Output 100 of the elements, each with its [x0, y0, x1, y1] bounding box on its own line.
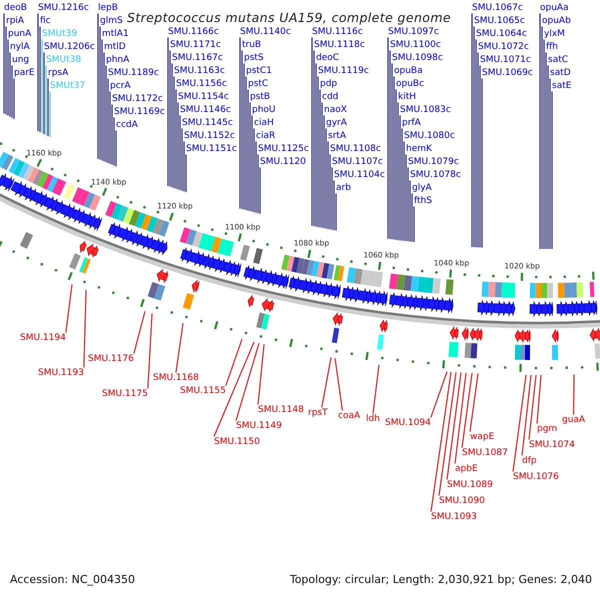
gene-label: SMUt37 [50, 80, 86, 92]
leader-line [470, 373, 478, 432]
gene-label: pstC1 [246, 66, 272, 76]
gene-label: SMU.1125c [258, 144, 309, 154]
gene-label: SMU.1098c [392, 52, 443, 64]
leader-line [446, 372, 462, 480]
gene-label: SMU.1094 [385, 418, 431, 428]
leader-line [430, 371, 448, 418]
gene-label: nylA [10, 42, 30, 52]
gene-label: SMU.1156c [176, 78, 227, 90]
gene-label: SMU.1069c [482, 68, 533, 78]
leader-line [147, 313, 152, 389]
gene-label: mtlD [104, 42, 126, 52]
gene-label: pstB [250, 92, 270, 102]
gene-label: ylxM [544, 28, 565, 40]
gene-label: SMU.1154c [178, 92, 229, 102]
gene-label: dfp [522, 456, 537, 466]
gene-label: satD [550, 68, 571, 78]
gene-label: SMUt38 [46, 54, 82, 66]
gene-label: arb [336, 182, 351, 194]
gene-label: ung [12, 54, 30, 66]
gene-label: SMU.1072c [478, 42, 529, 52]
gene-label: SMU.1145c [182, 118, 233, 128]
leader-line [83, 289, 86, 368]
leader-line [454, 372, 466, 464]
gene-label: coaA [338, 410, 360, 422]
gene-label: SMU.1089 [447, 480, 493, 490]
gene-label: SMU.1071c [480, 54, 531, 66]
gene-label: deoC [316, 52, 340, 64]
gene-label: SMU.1067c [472, 2, 523, 14]
gene-label: mtlA1 [102, 28, 129, 40]
gene-label: SMU.1151c [186, 144, 237, 154]
gene-label: SMU.1080c [404, 130, 455, 142]
gene-label: cdd [322, 92, 338, 102]
leader-line [258, 344, 264, 405]
leader-line [528, 374, 536, 440]
gene-label: lepB [98, 2, 118, 14]
gene-label: kitH [398, 92, 416, 102]
gene-label: ldh [366, 414, 380, 424]
leader-line [236, 342, 260, 421]
gene-label: SMU.1167c [172, 52, 223, 64]
gene-label: guaA [562, 414, 586, 426]
gene-label: naoX [324, 104, 347, 116]
gene-label: SMU.1118c [314, 40, 365, 50]
gene-label: punA [8, 28, 32, 40]
gene-label: SMU.1169c [114, 106, 165, 118]
leader-line [462, 372, 472, 448]
gene-label: ciaH [254, 118, 274, 128]
leader-line [214, 342, 254, 437]
gene-label: SMU.1074 [529, 440, 575, 450]
gene-label: SMU.1148 [258, 404, 304, 416]
gene-label: opuAb [542, 16, 571, 26]
gene-label: ciaR [256, 130, 276, 142]
gene-label: SMU.1193 [38, 368, 84, 378]
gene-label: SMU.1163c [174, 66, 225, 76]
gene-label: SMU.1171c [170, 40, 221, 50]
gene-label: SMU.1100c [390, 40, 441, 50]
gene-label: SMU.1168 [153, 372, 199, 384]
gene-label: SMU.1194 [20, 332, 66, 344]
gene-label: SMU.1108c [330, 144, 381, 154]
gene-label: SMU.1065c [474, 16, 525, 26]
leader-line [65, 284, 72, 333]
gene-label: SMU.1116c [312, 26, 363, 38]
leader-line [430, 371, 452, 512]
gene-label: rpsA [48, 68, 68, 78]
leader-line [512, 374, 526, 472]
gene-label: SMU.1083c [400, 104, 451, 116]
gene-label: SMU.1119c [318, 66, 369, 76]
gene-label: wapE [470, 432, 494, 442]
gene-label: SMU.1166c [168, 26, 219, 38]
gene-label: SMU.1146c [180, 104, 231, 116]
gene-label: prfA [402, 118, 421, 128]
gene-label: pstC [248, 78, 268, 90]
gene-label: SMU.1087 [462, 448, 508, 458]
accession-text: Accession: NC_004350 [10, 573, 136, 586]
gene-label: hemK [406, 144, 432, 154]
leader-line [225, 338, 242, 386]
gene-label: fthS [414, 196, 432, 206]
gene-label: SMUt39 [42, 28, 78, 40]
map-title: Streptococcus mutans UA159, complete genome [126, 10, 452, 25]
leader-line [334, 358, 343, 411]
leader-line [522, 374, 532, 456]
gene-label: SMU.1093 [431, 512, 477, 522]
gene-label: gyrA [326, 118, 347, 128]
leader-line [536, 374, 542, 424]
gene-label: SMU.1104c [334, 170, 385, 180]
gene-label: SMU.1079c [408, 156, 459, 168]
gene-label: srtA [328, 130, 346, 142]
gene-label: SMU.1150 [214, 436, 260, 448]
leader-line [175, 322, 184, 373]
gene-label: deoB [4, 2, 27, 14]
gene-label: SMU.1206c [44, 42, 95, 52]
gene-label: SMU.1064c [476, 28, 527, 40]
genome-summary-text: Topology: circular; Length: 2,030,921 bp; Genes: 2,040 [290, 573, 592, 586]
leader-line [573, 374, 574, 415]
gene-label: satE [552, 80, 572, 92]
gene-label: SMU.1189c [108, 68, 159, 78]
gene-label: parE [14, 68, 35, 78]
gene-label: pgm [537, 424, 558, 434]
gene-label: glmS [100, 16, 123, 26]
